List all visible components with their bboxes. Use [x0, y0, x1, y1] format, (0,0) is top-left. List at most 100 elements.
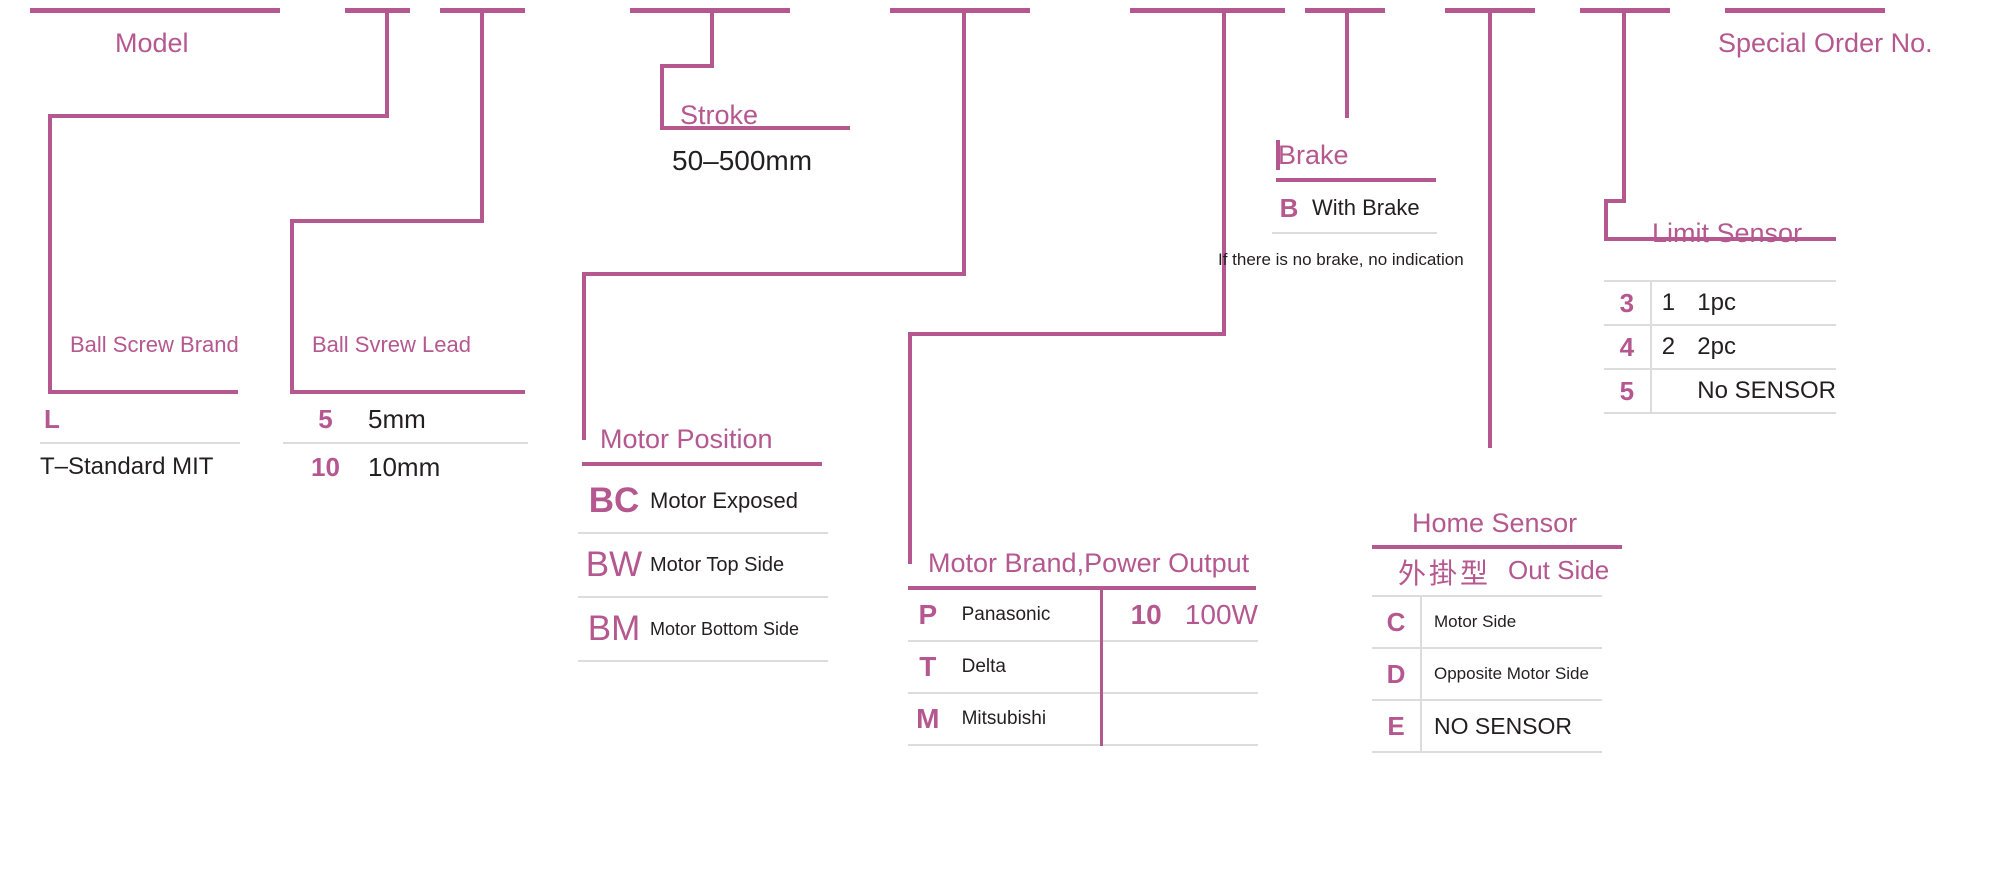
section-title-home-sensor: Home Sensor: [1412, 508, 1578, 538]
table-row[interactable]: C Motor Side: [1372, 595, 1602, 649]
table-ball-screw-brand: L T–Standard MIT: [40, 396, 240, 490]
leader-limit-sensor-elbow-horizontal: [1604, 199, 1626, 203]
table-limit-sensor: 3 1 1pc 4 2 2pc 5 No SENSOR: [1604, 280, 1836, 414]
home-sensor-code-2: E: [1372, 700, 1422, 753]
leader-special-order-vertical: [1790, 8, 1794, 12]
table-brake: B With Brake: [1272, 184, 1437, 234]
ball-screw-brand-code-0: L: [40, 396, 240, 444]
table-row[interactable]: E NO SENSOR: [1372, 700, 1602, 753]
code-segment-model: [30, 8, 280, 13]
motor-brand-title-underline: [908, 586, 1256, 590]
ball-screw-brand-title-underline: [48, 390, 238, 394]
table-row[interactable]: BM Motor Bottom Side: [578, 597, 828, 662]
home-sensor-desc-0: Motor Side: [1421, 595, 1602, 649]
home-sensor-subtitle-cn: 外掛型: [1398, 558, 1492, 589]
motor-position-title-underline: [582, 462, 822, 466]
leader-motor-position-elbow-horizontal: [582, 272, 966, 276]
leader-stroke-vertical-bottom: [660, 64, 664, 126]
leader-model-vertical: [385, 8, 389, 118]
ball-screw-lead-desc-1: 10mm: [368, 451, 441, 482]
table-ball-screw-lead: 5 5mm 10 10mm: [283, 396, 528, 490]
home-sensor-desc-2: NO SENSOR: [1421, 700, 1602, 753]
motor-brand-code-2: M: [908, 693, 948, 746]
leader-motor-brand-vertical-bottom: [908, 332, 912, 564]
motor-position-code-0: BC: [578, 470, 650, 534]
section-title-model: Model: [115, 28, 189, 58]
motor-power-desc-1: [1174, 641, 1258, 694]
ball-screw-lead-title-underline: [290, 390, 525, 394]
home-sensor-subtitle-en: Out Side: [1508, 555, 1610, 585]
leader-ball-screw-brand-vertical: [48, 114, 52, 394]
code-segment-motor-position: [890, 8, 1030, 13]
motor-brand-desc-2: Mitsubishi: [947, 693, 1104, 746]
section-title-ball-screw-lead: Ball Svrew Lead: [312, 332, 471, 357]
table-row[interactable]: D Opposite Motor Side: [1372, 648, 1602, 701]
table-row[interactable]: 10 10mm: [283, 443, 528, 490]
code-segment-motor-brand: [1130, 8, 1285, 13]
brake-desc-0: With Brake: [1306, 184, 1437, 234]
table-row[interactable]: M Mitsubishi: [908, 693, 1258, 746]
limit-sensor-qty-0: 1: [1650, 280, 1698, 326]
limit-sensor-desc-2: No SENSOR: [1697, 369, 1836, 414]
leader-ball-screw-lead-vertical-top: [480, 8, 484, 223]
limit-sensor-desc-0: 1pc: [1697, 280, 1836, 326]
table-row[interactable]: 5 5mm: [283, 396, 528, 444]
motor-power-code-0: 10: [1101, 590, 1175, 642]
leader-home-sensor-vertical: [1488, 8, 1492, 448]
motor-power-code-1: [1101, 641, 1175, 694]
stroke-title-underline: [660, 126, 850, 130]
table-row[interactable]: 4 2 2pc: [1604, 325, 1836, 370]
code-segment-special-order: [1725, 8, 1885, 13]
home-sensor-code-1: D: [1372, 648, 1422, 701]
table-row[interactable]: 5 No SENSOR: [1604, 369, 1836, 414]
table-row[interactable]: BC Motor Exposed: [578, 470, 828, 534]
leader-motor-position-vertical-bottom: [582, 272, 586, 440]
table-motor-brand-power: P Panasonic 10 100W T Delta M Mitsubishi: [908, 590, 1258, 746]
table-row[interactable]: 3 1 1pc: [1604, 280, 1836, 326]
limit-sensor-code-2: 5: [1604, 369, 1652, 414]
motor-power-desc-0: 100W: [1174, 590, 1258, 642]
limit-sensor-desc-1: 2pc: [1697, 325, 1836, 370]
limit-sensor-code-1: 4: [1604, 325, 1652, 370]
limit-sensor-qty-2: [1650, 369, 1698, 414]
table-row[interactable]: B With Brake: [1272, 184, 1437, 234]
motor-position-code-1: BW: [578, 533, 650, 598]
brake-code-0: B: [1272, 184, 1306, 234]
table-row[interactable]: BW Motor Top Side: [578, 533, 828, 598]
table-motor-position: BC Motor Exposed BW Motor Top Side BM Mo…: [578, 470, 828, 662]
table-row[interactable]: T–Standard MIT: [40, 443, 240, 490]
motor-power-desc-2: [1174, 693, 1258, 746]
table-home-sensor: C Motor Side D Opposite Motor Side E NO …: [1372, 595, 1602, 753]
motor-brand-code-1: T: [908, 641, 948, 694]
table-row[interactable]: T Delta: [908, 641, 1258, 694]
motor-position-desc-2: Motor Bottom Side: [650, 597, 828, 662]
home-sensor-code-0: C: [1372, 595, 1422, 649]
ball-screw-brand-desc-1: T–Standard MIT: [40, 453, 214, 480]
leader-motor-brand-vertical-top: [1222, 8, 1226, 336]
section-title-ball-screw-brand: Ball Screw Brand: [70, 332, 239, 357]
leader-motor-position-vertical-top: [962, 8, 966, 276]
motor-position-code-2: BM: [578, 597, 650, 662]
home-sensor-desc-1: Opposite Motor Side: [1421, 648, 1602, 701]
section-title-special-order: Special Order No.: [1718, 28, 1933, 58]
brake-note: If there is no brake, no indication: [1218, 250, 1464, 269]
table-row[interactable]: L: [40, 396, 240, 444]
motor-brand-desc-0: Panasonic: [947, 590, 1104, 642]
table-row[interactable]: P Panasonic 10 100W: [908, 590, 1258, 642]
leader-stroke-elbow-horizontal: [660, 64, 714, 68]
ball-screw-lead-code-1: 10: [311, 451, 340, 482]
leader-stroke-vertical: [710, 8, 714, 68]
code-segment-ball-screw-brand: [345, 8, 410, 13]
leader-brake-vertical: [1345, 8, 1349, 118]
leader-ball-screw-lead-elbow-horizontal: [290, 219, 484, 223]
motor-brand-desc-1: Delta: [947, 641, 1104, 694]
leader-ball-screw-lead-vertical-bottom: [290, 219, 294, 394]
stroke-value: 50–500mm: [672, 145, 813, 176]
ball-screw-lead-desc-0: 5mm: [368, 396, 528, 444]
leader-brake-title-left-rule: [1276, 140, 1280, 170]
motor-position-desc-1: Motor Top Side: [650, 533, 828, 598]
motor-brand-code-0: P: [908, 590, 948, 642]
limit-sensor-title-underline: [1604, 237, 1836, 241]
leader-limit-sensor-vertical-bottom: [1604, 199, 1608, 241]
